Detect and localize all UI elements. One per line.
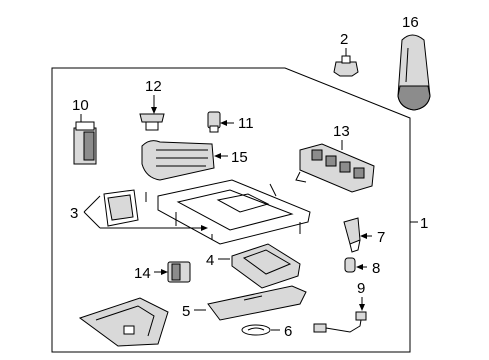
part-bulb — [207, 111, 221, 133]
assembly-frame — [51, 67, 411, 353]
part-switch — [73, 121, 97, 165]
part-console-panel — [145, 179, 311, 245]
callout-3: 3 — [70, 205, 78, 222]
part-clip — [333, 55, 359, 77]
callout-16: 16 — [402, 14, 419, 31]
arrow-head — [360, 233, 367, 239]
part-small-bulb — [344, 257, 356, 273]
part-indicator-plate — [103, 189, 139, 227]
callout-1: 1 — [420, 215, 428, 232]
callout-10: 10 — [72, 97, 89, 114]
part-emblem — [241, 324, 271, 336]
callout-2: 2 — [340, 31, 348, 48]
part-small-switch — [167, 261, 191, 283]
arrow-head — [359, 304, 365, 311]
part-lower-panel — [231, 243, 301, 289]
arrow-head — [161, 269, 168, 275]
callout-9: 9 — [357, 280, 365, 297]
callout-5: 5 — [182, 303, 190, 320]
callout-15: 15 — [231, 149, 248, 166]
part-connector — [139, 113, 165, 131]
callout-4: 4 — [206, 252, 214, 269]
arrow-head — [151, 107, 157, 114]
arrow-head — [214, 153, 221, 159]
part-retainer — [343, 217, 361, 253]
arrow-head — [201, 225, 208, 231]
callout-12: 12 — [145, 78, 162, 95]
callout-14: 14 — [134, 265, 151, 282]
callout-11: 11 — [238, 115, 254, 132]
part-mat — [207, 285, 307, 321]
part-bracket — [78, 297, 169, 347]
part-shift-knob — [397, 34, 431, 111]
callout-8: 8 — [372, 260, 380, 277]
part-switch-panel — [295, 143, 375, 193]
callout-6: 6 — [284, 323, 292, 340]
arrow-head — [220, 120, 227, 126]
callout-7: 7 — [377, 229, 385, 246]
arrow-head — [356, 264, 363, 270]
part-bezel — [141, 140, 215, 181]
part-harness — [313, 311, 367, 333]
callout-13: 13 — [333, 123, 350, 140]
